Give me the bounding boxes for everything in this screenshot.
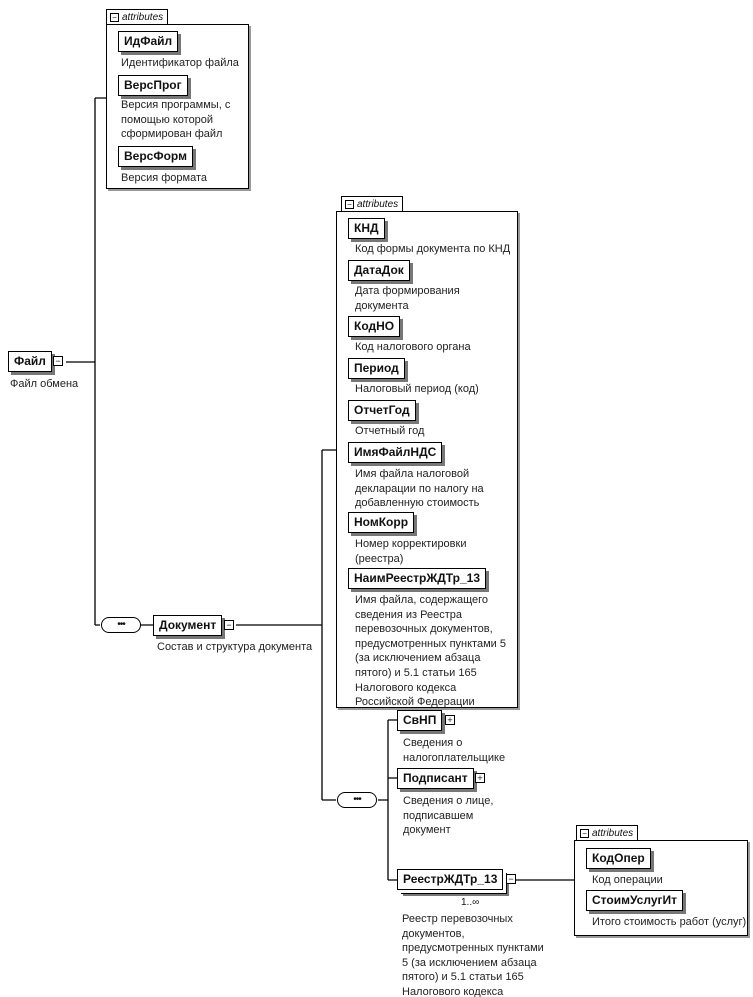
attr-desc: Дата формирования документа [355,285,460,312]
collapse-icon[interactable]: − [53,356,63,366]
attr-desc: Номер корректировки (реестра) [355,538,467,565]
attr-desc: Идентификатор файла [121,57,239,69]
element-desc: Сведения о лице, подписавшем документ [403,795,494,837]
attr-desc: Имя файла, содержащего сведения из Реест… [355,594,506,709]
collapse-icon[interactable]: − [345,199,354,209]
attr-desc: Имя файла налоговой декларации по налогу… [355,468,484,510]
attr-desc: Итого стоимость работ (услуг) [592,916,747,928]
expand-icon[interactable]: + [445,715,455,725]
attr-naimreestr[interactable]: НаимРеестрЖДТр_13 [348,568,486,589]
attr-desc: Налоговый период (код) [355,383,479,395]
sequence-icon: ••• [337,792,377,808]
element-desc: Реестр перевозочных документов, предусмо… [402,913,544,997]
attr-kodoper[interactable]: КодОпер [586,848,651,869]
collapse-icon[interactable]: − [580,828,589,838]
attr-idfile[interactable]: ИдФайл [118,31,179,52]
expand-icon[interactable]: + [475,773,485,783]
collapse-icon[interactable]: − [110,12,119,22]
collapse-icon[interactable]: − [506,874,516,884]
multiplicity: 1..∞ [461,897,480,908]
attr-desc: Код операции [592,874,663,886]
attr-imyafaylnds[interactable]: ИмяФайлНДС [348,442,443,463]
element-desc: Файл обмена [10,378,79,390]
attr-period[interactable]: Период [348,358,405,379]
attr-versform[interactable]: ВерсФорм [118,146,193,167]
element-desc: Сведения о налогоплательщике [403,737,506,764]
attr-versprog[interactable]: ВерсПрог [118,75,188,96]
element-svnp[interactable]: СвНП [397,710,443,731]
sequence-icon: ••• [101,617,141,633]
attr-nomkorr[interactable]: НомКорр [348,512,415,533]
attr-desc: Код формы документа по КНД [355,243,511,255]
attr-knd[interactable]: КНД [348,218,385,239]
attr-otchetgod[interactable]: ОтчетГод [348,400,416,421]
attr-kodno[interactable]: КодНО [348,316,401,337]
attributes-tab[interactable]: −attributes [341,196,404,212]
element-podpisant[interactable]: Подписант [397,768,474,789]
element-file[interactable]: Файл [8,351,52,372]
attr-desc: Код налогового органа [355,341,471,353]
attr-stoimuslugit[interactable]: СтоимУслугИт [586,890,683,911]
attributes-tab[interactable]: −attributes [576,825,639,841]
attr-desc: Версия формата [121,172,207,184]
attr-desc: Версия программы, с помощью которой сфор… [121,99,231,141]
element-document[interactable]: Документ [153,615,223,636]
element-desc: Состав и структура документа [157,641,313,653]
attr-desc: Отчетный год [355,425,425,437]
element-reestr[interactable]: РеестрЖДТр_13 [397,869,504,890]
collapse-icon[interactable]: − [224,620,234,630]
attributes-tab[interactable]: −attributes [106,9,169,25]
attr-datadok[interactable]: ДатаДок [348,260,410,281]
